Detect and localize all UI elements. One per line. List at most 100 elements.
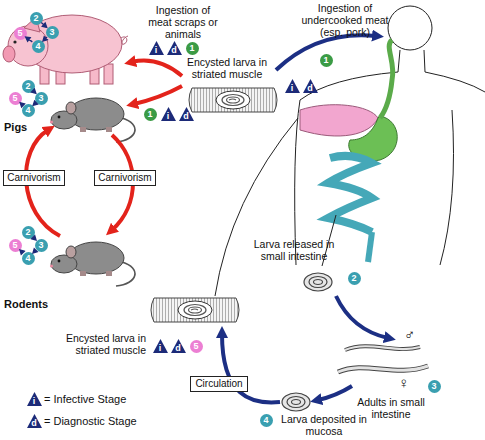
pig-illustration	[13, 40, 16, 43]
node-text: i	[149, 45, 164, 55]
human-illustration	[440, 110, 454, 265]
node-text: d	[303, 83, 318, 93]
stage-number: 2	[22, 80, 35, 93]
node-text: 3	[35, 239, 48, 252]
stage-number: 4	[22, 252, 35, 265]
adult-worms	[338, 366, 428, 372]
rodent-illustration	[50, 242, 135, 286]
node-text: 5	[9, 239, 22, 252]
stage-number: 4	[22, 104, 35, 117]
annotation-text: Larva deposited in mucosa	[278, 413, 370, 437]
pig-illustration	[121, 36, 128, 44]
stage-number: 5	[14, 27, 27, 40]
infection-arrows	[134, 86, 182, 104]
triangle-shape	[27, 392, 42, 406]
stage-arrow	[26, 37, 33, 42]
legend-text: = Infective Stage	[44, 393, 126, 405]
stage-triangle: d	[303, 79, 318, 93]
human-illustration	[388, 6, 432, 50]
annotation-text: Encysted larva in striated muscle	[182, 56, 272, 80]
stage-number: 1	[144, 108, 157, 121]
human-illustration	[380, 40, 393, 118]
stage-triangle: d	[27, 414, 42, 428]
pig-illustration	[3, 15, 128, 84]
larva-illustration	[304, 273, 332, 291]
label-box: Carnivorism	[3, 170, 65, 186]
stage-number: 2	[30, 12, 43, 25]
node-text: 4	[22, 252, 35, 265]
stage-triangle: i	[153, 339, 168, 353]
node-text: 2	[348, 272, 361, 285]
stage-number: 1	[186, 42, 199, 55]
rodent-illustration	[50, 98, 135, 142]
human-illustration	[295, 50, 400, 265]
node-text: 3	[428, 380, 441, 393]
infection-arrows	[132, 61, 182, 76]
legend-text: = Diagnostic Stage	[44, 415, 137, 427]
stage-arrow	[41, 23, 46, 28]
stage-triangle: d	[167, 41, 182, 55]
stage-number: 4	[260, 414, 273, 427]
stage-number: 3	[46, 26, 59, 39]
label-box: Circulation	[190, 376, 248, 392]
triangle-shape	[27, 414, 42, 428]
node-text: i	[27, 396, 42, 406]
adult-worms	[338, 366, 428, 372]
annotation-text: Ingestion of undercooked meat (esp. pork…	[298, 2, 392, 38]
adult-worms	[338, 346, 428, 372]
human-illustration	[295, 6, 485, 265]
triangle-shape	[303, 79, 318, 93]
node-text: 4	[260, 414, 273, 427]
stage-triangle: d	[179, 107, 194, 121]
stage-triangle: i	[285, 79, 300, 93]
node-text: 5	[9, 92, 22, 105]
triangle-shape	[161, 107, 176, 121]
triangle-shape	[167, 41, 182, 55]
infection-arrows	[276, 35, 376, 70]
stage-triangle: i	[149, 41, 164, 55]
adult-worms	[345, 346, 420, 350]
triangle-shape	[179, 107, 194, 121]
node-text: 2	[22, 80, 35, 93]
stage-number: 2	[348, 272, 361, 285]
pig-illustration	[104, 64, 113, 84]
annotation-text: Larva released in small intestine	[248, 238, 340, 262]
muscle-illustration	[151, 298, 239, 322]
stage-arrow	[43, 37, 47, 41]
stage-triangle: i	[27, 392, 42, 406]
pig-illustration	[3, 46, 15, 62]
node-text: i	[285, 83, 300, 93]
leader-line	[215, 118, 298, 296]
node-text: 5	[14, 27, 27, 40]
node-text: 1	[320, 54, 333, 67]
node-text: d	[179, 111, 194, 121]
node-text: i	[153, 343, 168, 353]
node-text: Circulation	[191, 378, 247, 390]
stage-number: 5	[9, 239, 22, 252]
node-text: 4	[22, 104, 35, 117]
annotation-text: Pigs	[4, 121, 27, 134]
human-illustration	[424, 50, 485, 92]
stage-number: 1	[320, 54, 333, 67]
node-text: 1	[186, 42, 199, 55]
human-illustration	[300, 105, 378, 136]
node-text: 3	[35, 92, 48, 105]
adult-worms	[345, 346, 420, 350]
infection-arrows	[26, 35, 388, 402]
stage-number: 4	[32, 40, 45, 53]
stage-number: 5	[190, 340, 203, 353]
node-text: 5	[190, 340, 203, 353]
triangle-shape	[153, 339, 168, 353]
annotation-text: Ingestion of meat scraps or animals	[148, 4, 218, 40]
annotation-text: ♀	[398, 374, 409, 391]
stage-triangle: i	[161, 107, 176, 121]
node-text: 2	[22, 226, 35, 239]
node-text: d	[27, 418, 42, 428]
triangle-shape	[149, 41, 164, 55]
stage-triangle: d	[171, 339, 186, 353]
infection-arrows	[318, 386, 352, 400]
triangle-shape	[171, 339, 186, 353]
annotation-text: ♂	[404, 326, 415, 343]
stage-number: 5	[9, 92, 22, 105]
